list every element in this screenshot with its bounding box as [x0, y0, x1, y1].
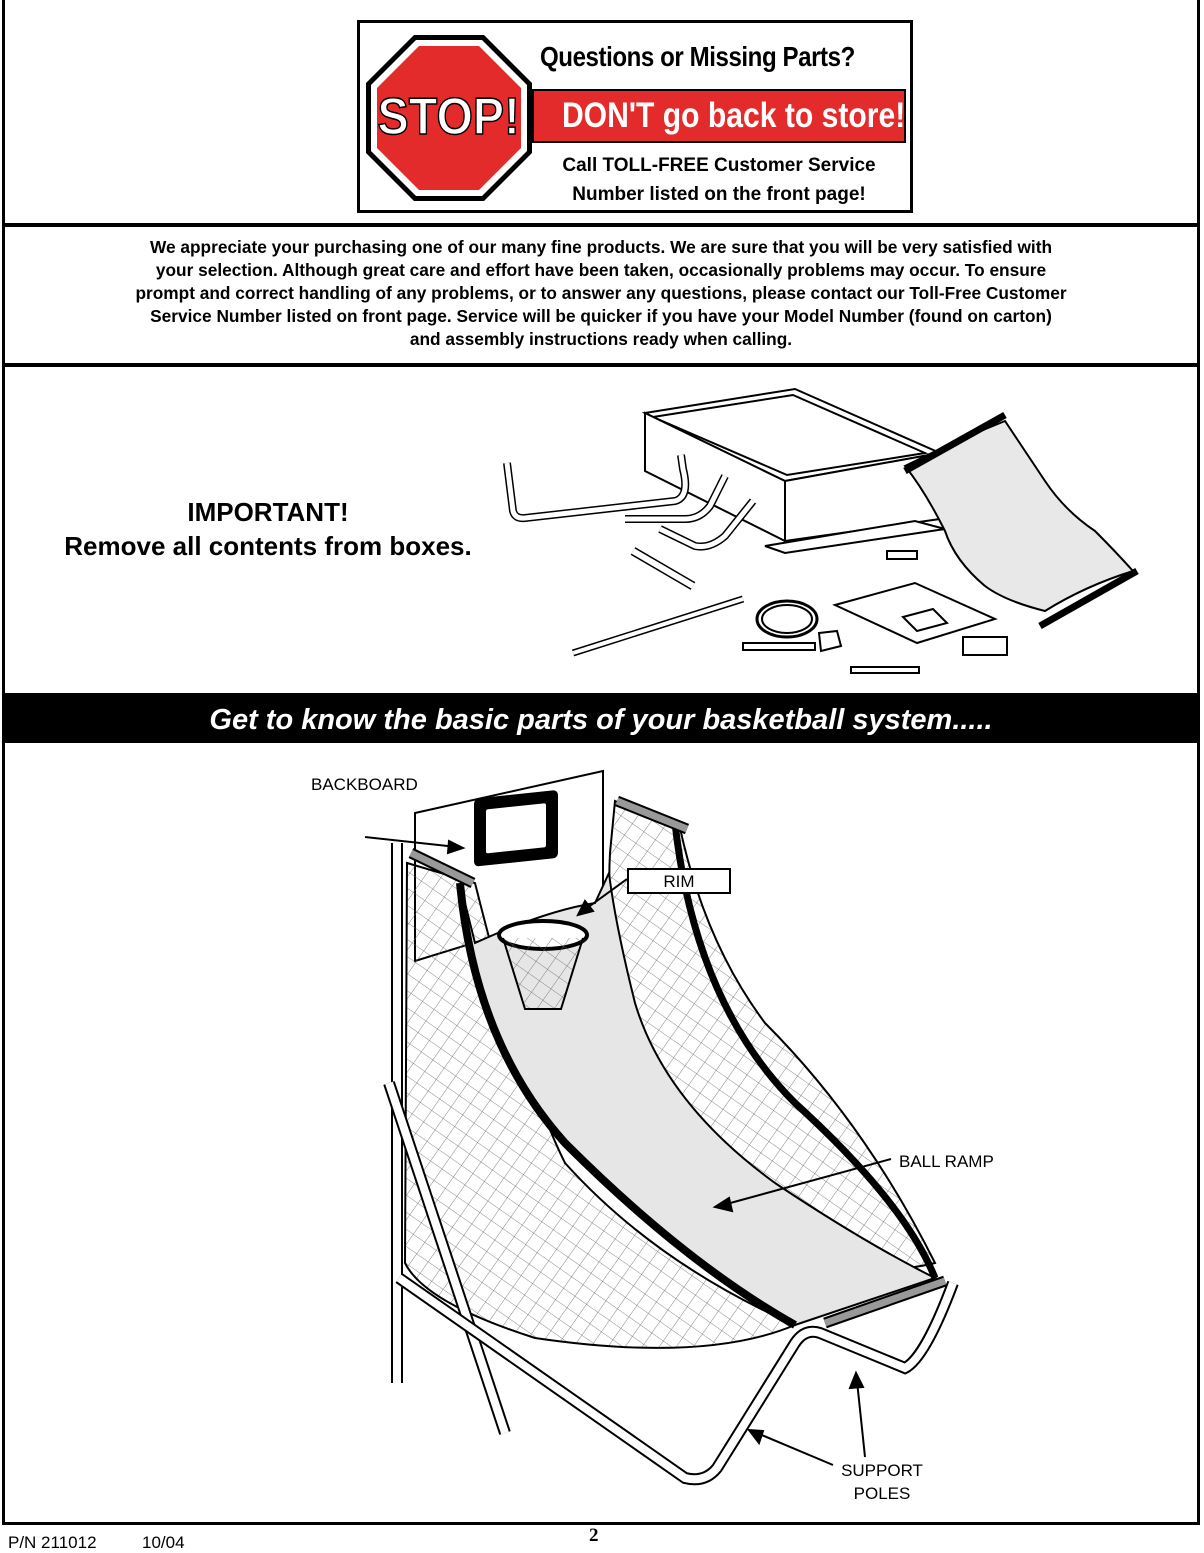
parts-section: Get to know the basic parts of your bask… [2, 694, 1200, 1525]
banner-title: Questions or Missing Parts? [540, 41, 855, 72]
hardware-brackets-icon [742, 550, 1008, 674]
note-line: your selection. Although great care and … [155, 260, 1047, 280]
rim-icon [755, 599, 819, 639]
stop-sign-text: STOP! [378, 88, 520, 146]
ball-ramp-net-icon [903, 411, 1139, 630]
footer-part-info: P/N 211012 10/04 [8, 1533, 185, 1553]
call-line-2: Number listed on the front page! [572, 184, 866, 205]
banner-highlight-text: DON'T go back to store! [561, 96, 906, 135]
revision-date: 10/04 [142, 1533, 185, 1552]
rim-icon [497, 919, 589, 1010]
support-pole-icons [503, 454, 757, 657]
support-poles-label-line1: SUPPORT [841, 1461, 923, 1480]
ball-ramp-icon [456, 822, 939, 1329]
backboard-label: BACKBOARD [311, 775, 418, 794]
stop-sign-icon: STOP! [366, 35, 532, 201]
label-arrows [364, 836, 892, 1466]
note-line: prompt and correct handling of any probl… [135, 283, 1067, 303]
support-poles-icon [383, 843, 959, 1486]
ball-ramp-label: BALL RAMP [899, 1152, 994, 1171]
note-line: We appreciate your purchasing one of our… [149, 237, 1053, 257]
customer-note: We appreciate your purchasing one of our… [15, 236, 1187, 351]
page-number: 2 [589, 1525, 599, 1546]
important-title: IMPORTANT! [187, 497, 349, 527]
call-line-1: Call TOLL-FREE Customer Service [562, 155, 876, 176]
important-text: Remove all contents from boxes. [64, 531, 472, 561]
part-number: P/N 211012 [8, 1533, 97, 1552]
box-contents-illustration [503, 387, 1139, 674]
parts-header: Get to know the basic parts of your bask… [5, 697, 1197, 743]
carton-box-icon [641, 387, 946, 555]
stop-section: STOP! Questions or Missing Parts? DON'T … [2, 0, 1200, 226]
banner-call-text: Call TOLL-FREE Customer Service Number l… [532, 151, 906, 209]
banner-highlight: DON'T go back to store! [532, 89, 906, 143]
important-notice: IMPORTANT! Remove all contents from boxe… [23, 495, 513, 563]
note-line: and assembly instructions ready when cal… [409, 329, 793, 349]
important-section: IMPORTANT! Remove all contents from boxe… [2, 364, 1200, 696]
note-line: Service Number listed on front page. Ser… [150, 306, 1052, 326]
customer-note-section: We appreciate your purchasing one of our… [2, 224, 1200, 366]
basketball-system-illustration [364, 769, 959, 1486]
rim-label: RIM [627, 868, 731, 894]
stop-banner: STOP! Questions or Missing Parts? DON'T … [357, 20, 913, 213]
support-poles-label: SUPPORT POLES [825, 1459, 939, 1505]
support-poles-label-line2: POLES [853, 1484, 911, 1503]
top-bars [408, 795, 947, 1329]
